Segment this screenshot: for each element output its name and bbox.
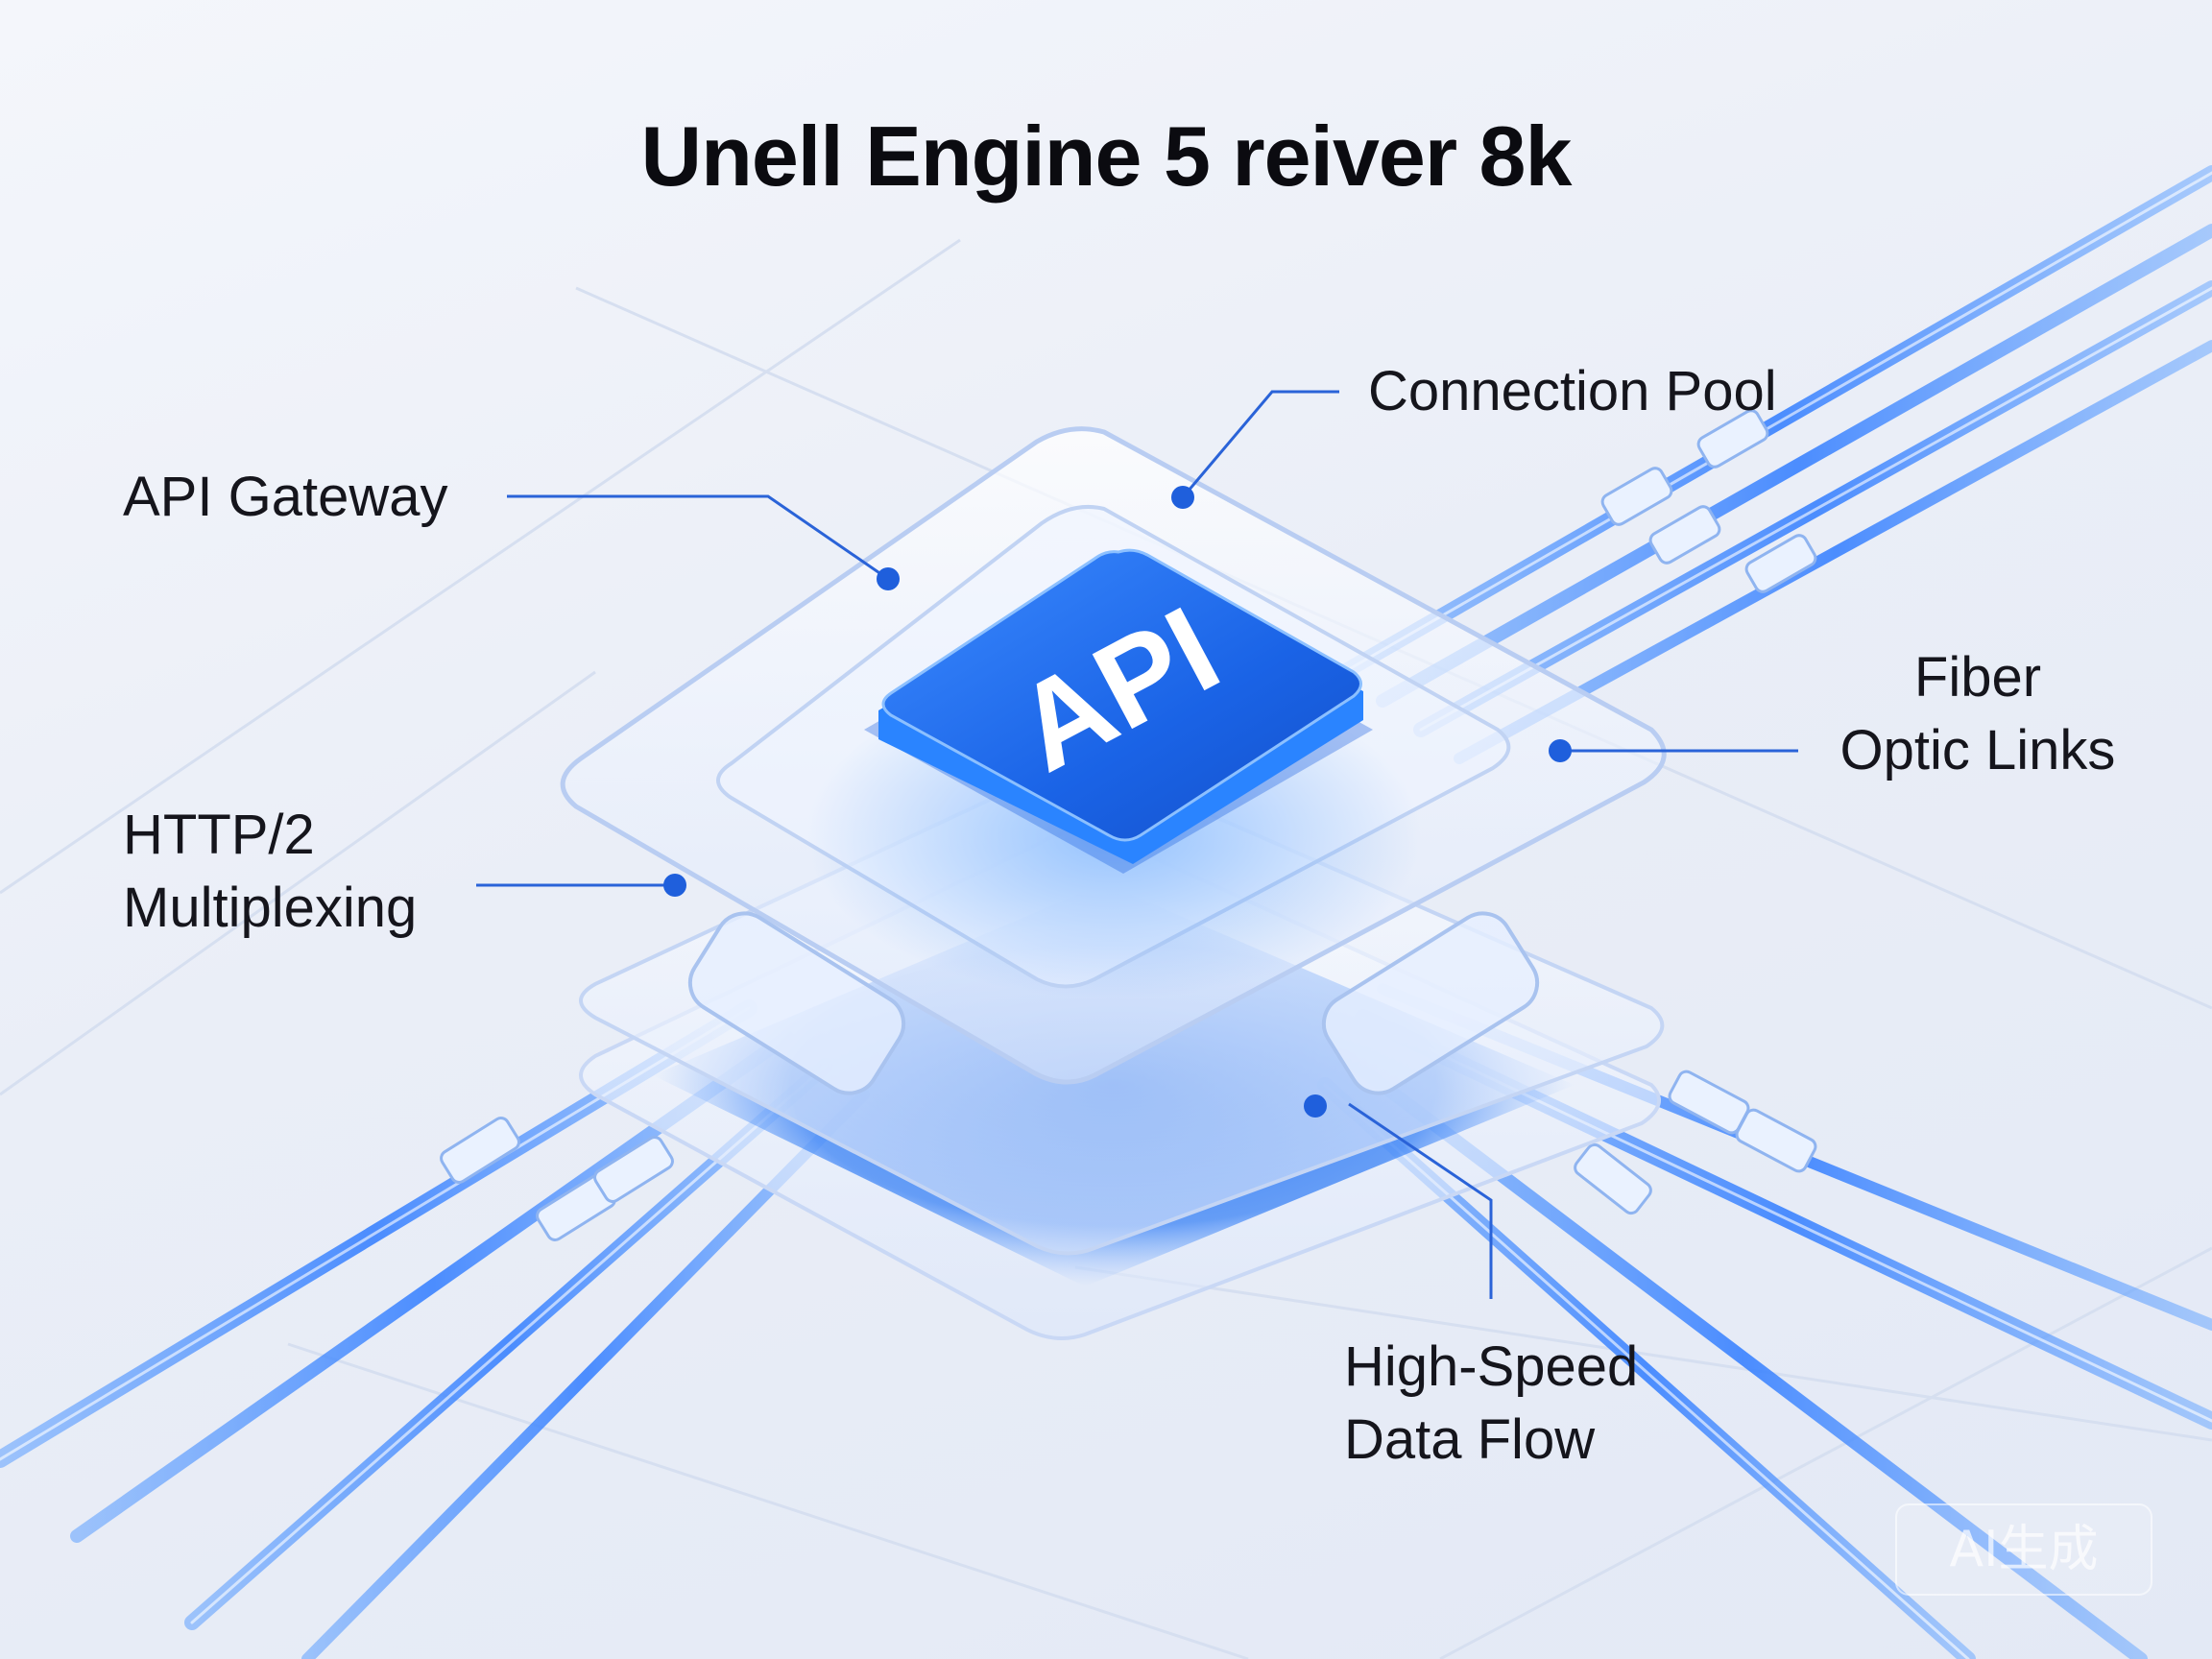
label-fiber-optic-links: Fiber Optic Links	[1815, 641, 2141, 787]
callout-dot-api-gateway	[877, 567, 900, 590]
label-high-speed-data-flow-line-1: High-Speed	[1344, 1335, 1639, 1398]
port-right	[1321, 911, 1540, 1095]
callout-dots	[663, 486, 1572, 1118]
label-api-gateway-line-1: API Gateway	[123, 466, 448, 528]
callout-dot-fiber-optic-links	[1549, 739, 1572, 762]
label-connection-pool-line-1: Connection Pool	[1368, 360, 1777, 422]
callout-dot-http2	[663, 874, 686, 897]
label-api-gateway: API Gateway	[123, 461, 447, 534]
label-http2-multiplexing: HTTP/2 Multiplexing	[123, 799, 417, 945]
callout-line-api-gateway	[507, 494, 889, 581]
callout-dot-connection-pool	[1171, 486, 1194, 509]
api-chip-face	[881, 548, 1362, 842]
label-connection-pool: Connection Pool	[1368, 355, 1777, 428]
callout-line-connection-pool	[1181, 390, 1339, 498]
label-high-speed-data-flow: High-Speed Data Flow	[1344, 1331, 1638, 1477]
callout-line-data-flow	[1348, 1102, 1493, 1299]
fiber-connectors-lower-right	[1574, 1070, 1817, 1215]
port-left	[687, 911, 906, 1095]
diagram-title: Unell Engine 5 reiver 8k	[640, 108, 1573, 204]
callout-dot-data-flow	[1304, 1094, 1327, 1118]
label-fiber-optic-links-line-1: Fiber	[1913, 646, 2042, 709]
ai-generated-watermark: AI生成	[1895, 1503, 2152, 1596]
label-high-speed-data-flow-line-2: Data Flow	[1344, 1408, 1596, 1471]
fiber-connectors-upper-right	[1600, 409, 1817, 593]
api-chip: API	[864, 548, 1373, 874]
label-fiber-optic-links-line-2: Optic Links	[1839, 719, 2116, 781]
label-http2-multiplexing-line-2: Multiplexing	[123, 877, 418, 939]
callout-lines	[476, 390, 1798, 1299]
fiber-connectors-lower-left	[440, 1117, 674, 1241]
label-http2-multiplexing-line-1: HTTP/2	[123, 804, 315, 866]
